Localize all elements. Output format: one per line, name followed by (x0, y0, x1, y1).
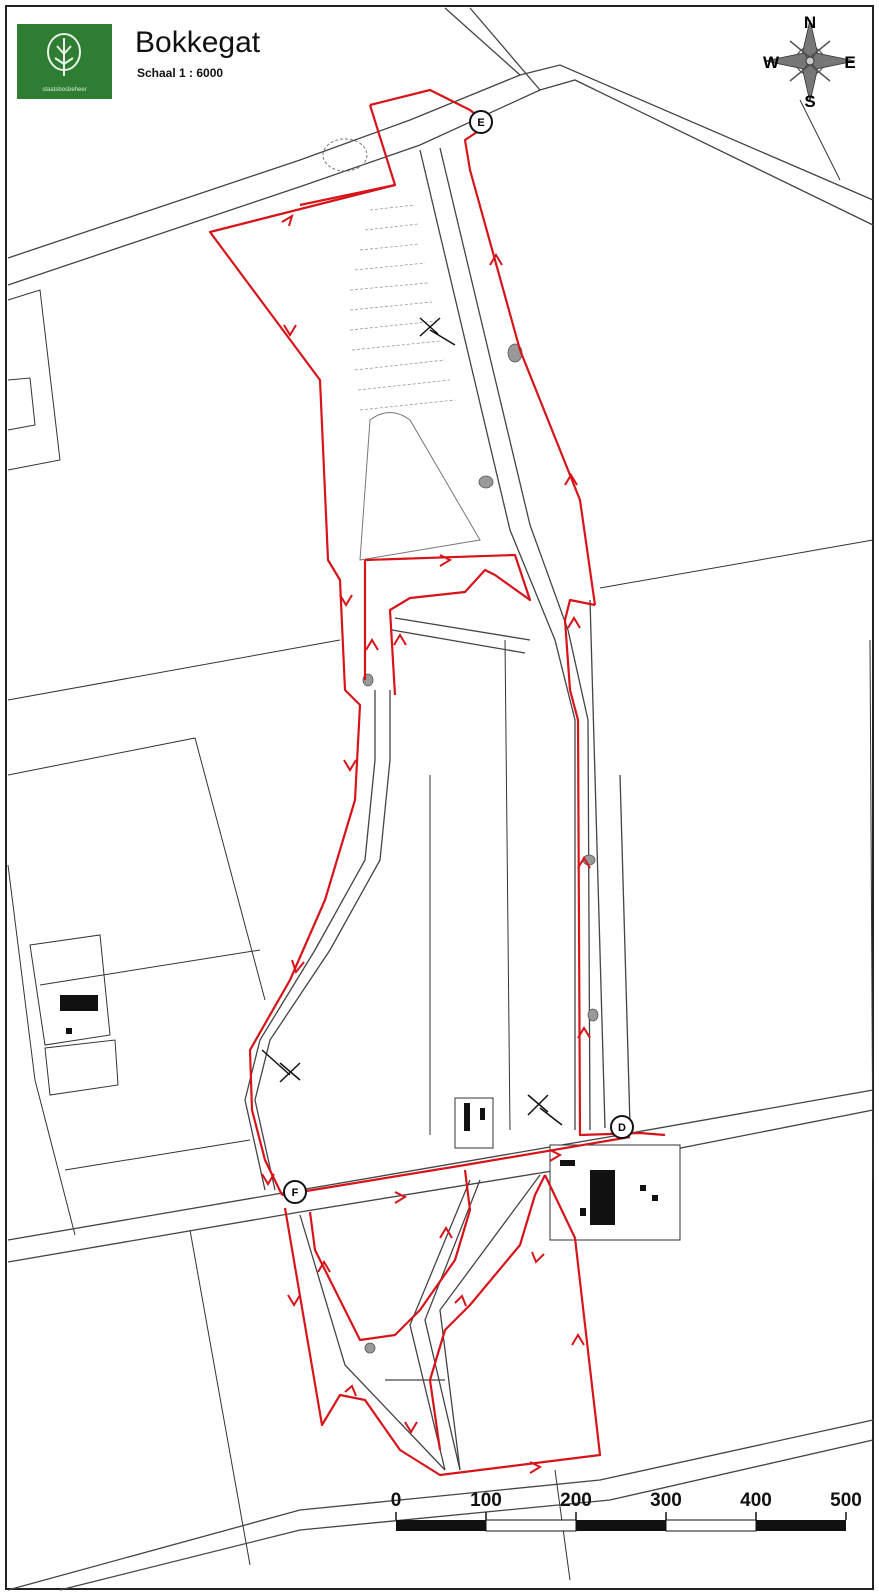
waypoint-e-label: E (477, 117, 484, 129)
dune-hatching (349, 204, 456, 411)
meadow-outline (359, 412, 481, 561)
walking-route (208, 88, 666, 1477)
compass-rose-icon: N S W E (763, 13, 856, 111)
map-title: Bokkegat (135, 26, 261, 59)
compass-north: N (804, 13, 816, 32)
route-arrows (261, 213, 591, 1474)
compass-west: W (763, 53, 780, 72)
waypoint-f-label: F (292, 1187, 299, 1199)
scalebar-label-300: 300 (650, 1490, 682, 1511)
waypoint-e[interactable]: E (469, 110, 493, 134)
map-frame (5, 5, 874, 1590)
compass-east: E (844, 53, 855, 72)
pond-outline (322, 138, 368, 172)
cross-markers (261, 317, 563, 1126)
staatsbosbeheer-logo: staatsbosbeheer (17, 24, 112, 99)
logo-text: staatsbosbeheer (42, 87, 87, 93)
waypoint-d[interactable]: D (610, 1115, 634, 1139)
compass-south: S (804, 92, 815, 111)
map-scale: Schaal 1 : 6000 (137, 66, 224, 80)
scalebar-label-0: 0 (390, 1490, 402, 1511)
scalebar-label-100: 100 (470, 1490, 502, 1511)
buildings (60, 995, 681, 1241)
scalebar-label-500: 500 (830, 1490, 862, 1511)
waypoint-d-label: D (618, 1122, 626, 1134)
tree-icon (47, 33, 81, 76)
scalebar-label-400: 400 (740, 1490, 772, 1511)
waypoint-f[interactable]: F (283, 1180, 307, 1204)
scale-bar (395, 1512, 847, 1532)
scalebar-label-200: 200 (560, 1490, 592, 1511)
